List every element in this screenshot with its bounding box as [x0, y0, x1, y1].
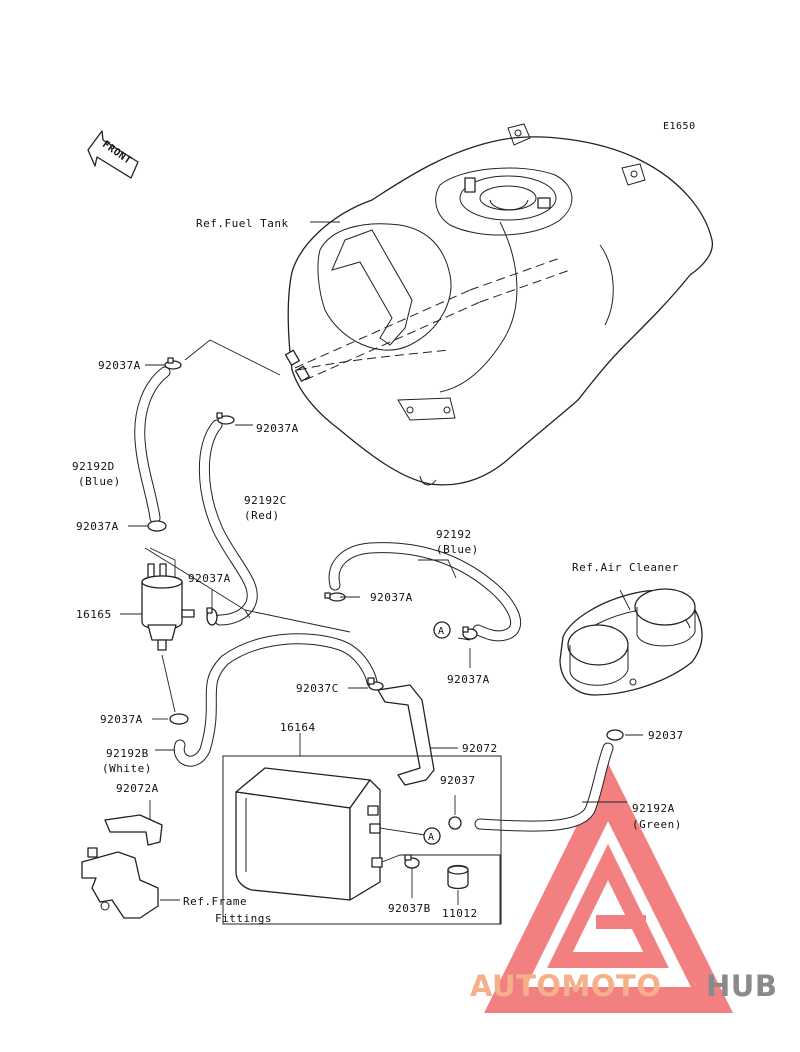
figure-code: E1650	[663, 121, 696, 132]
label-16164: 16164	[280, 721, 316, 734]
label-11012: 11012	[442, 907, 478, 920]
clamp-92037B	[404, 854, 420, 869]
clamp-92037-mid	[448, 816, 462, 830]
hose-92192	[328, 542, 522, 642]
clamp-92037A-low	[169, 713, 189, 725]
label-92192C-color: (Red)	[244, 509, 280, 522]
tank-lead-dash-4	[479, 269, 571, 303]
label-92037A-low: 92037A	[100, 713, 143, 726]
label-ref-frame-1: Ref.Frame	[183, 895, 247, 908]
label-ref-fuel-tank: Ref.Fuel Tank	[196, 217, 289, 230]
label-92037-mid: 92037	[440, 774, 476, 787]
clamp-92037-right	[606, 729, 624, 741]
watermark-logo	[484, 762, 734, 1013]
label-92192D: 92192D	[72, 460, 115, 473]
watermark-brand-part1: AUTOMOTO	[470, 969, 661, 1003]
label-92192B-color: (White)	[102, 762, 152, 775]
label-92037A-a: 92037A	[447, 673, 490, 686]
front-direction-arrow: FRONT	[87, 130, 139, 179]
fuel-tank	[284, 123, 713, 486]
watermark-triangle-inner	[547, 843, 669, 968]
clamp-92037C	[367, 677, 384, 691]
label-92192C: 92192C	[244, 494, 287, 507]
hose-92192D	[134, 366, 171, 524]
label-92192D-color: (Blue)	[78, 475, 121, 488]
clamp-92037A-filter	[206, 607, 218, 626]
label-92072A: 92072A	[116, 782, 159, 795]
marker-a-lower: A	[423, 827, 441, 845]
label-92037-right: 92037	[648, 729, 684, 742]
fuel-filter-16165	[141, 563, 195, 651]
tank-lead-dash-3	[469, 257, 561, 291]
label-ref-air-cleaner: Ref.Air Cleaner	[572, 561, 679, 574]
label-16165: 16165	[76, 608, 112, 621]
hose-92192B	[173, 633, 378, 767]
air-cleaner	[559, 588, 703, 696]
marker-a-lower-label: A	[428, 832, 435, 843]
hose-92192C	[198, 419, 258, 626]
label-92192-color: (Blue)	[436, 543, 479, 556]
hose-92192A	[474, 742, 614, 832]
label-92037A-blue: 92037A	[370, 591, 413, 604]
marker-a-upper-label: A	[438, 626, 445, 637]
clamp-92037A-top	[164, 357, 182, 370]
bracket-92072	[377, 684, 435, 786]
clamp-92037A-a	[462, 626, 478, 640]
label-92037A-filter: 92037A	[188, 572, 231, 585]
label-92037A-mid: 92037A	[256, 422, 299, 435]
tank-lead-dash-2	[304, 301, 481, 381]
label-92192A: 92192A	[632, 802, 675, 815]
clamp-92037A-mid	[216, 412, 235, 425]
label-92072: 92072	[462, 742, 498, 755]
label-92037A-top: 92037A	[98, 359, 141, 372]
label-92192: 92192	[436, 528, 472, 541]
canister-assembly-box	[222, 755, 502, 925]
clamp-92037A-left	[147, 520, 167, 532]
canister-16164	[222, 755, 502, 925]
label-92037A-left: 92037A	[76, 520, 119, 533]
watermark-brand-part2: HUB	[706, 969, 777, 1003]
label-92037B: 92037B	[388, 902, 431, 915]
tank-lead-dash-1	[294, 289, 471, 369]
label-ref-frame-2: Fittings	[215, 912, 272, 925]
bracket-92072A	[104, 814, 163, 846]
marker-a-upper: A	[433, 621, 451, 639]
label-92192A-color: (Green)	[632, 818, 682, 831]
label-92192B: 92192B	[106, 747, 149, 760]
frame-fittings	[81, 847, 159, 919]
tank-lead-dash-5	[297, 349, 451, 371]
label-92037C: 92037C	[296, 682, 339, 695]
watermark-triangle	[484, 762, 734, 1013]
